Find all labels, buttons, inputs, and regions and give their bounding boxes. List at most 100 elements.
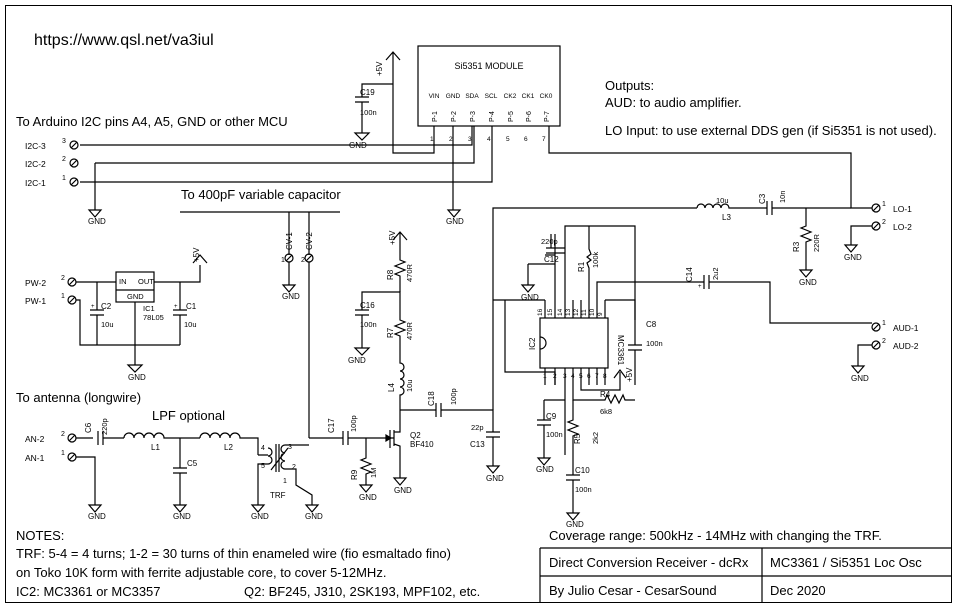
aud2-label: AUD-2 <box>893 341 919 351</box>
pin-p3: P-3 <box>470 111 477 122</box>
r5-value: 2k2 <box>591 432 600 444</box>
trf-label: TRF <box>270 491 286 500</box>
q2-jfet <box>389 410 408 486</box>
pin-name-sda: SDA <box>465 93 479 100</box>
ic2-box <box>539 317 609 369</box>
cv1-label: CV-1 <box>285 232 294 250</box>
title-block-date: Dec 2020 <box>770 583 826 598</box>
pin-num-1: 1 <box>430 136 434 143</box>
pin-num: 1 <box>882 201 886 208</box>
pin-num: 2 <box>62 156 66 163</box>
gnd-label: GND <box>521 293 539 302</box>
pin-num-5: 5 <box>506 136 510 143</box>
ic2-pin: 9 <box>597 312 604 316</box>
terminal-i2c2[interactable] <box>69 158 79 168</box>
q2-label: Q2 <box>410 431 421 440</box>
c1-symbol <box>154 265 201 345</box>
r9-value: 1M <box>369 468 378 478</box>
terminal-lo1[interactable] <box>871 203 881 213</box>
gnd-label: GND <box>446 217 464 226</box>
gnd-label: GND <box>359 493 377 502</box>
c9-label: C9 <box>546 412 557 421</box>
outputs-title: Outputs: <box>605 78 655 93</box>
r8-value: 470R <box>405 263 414 282</box>
c8 <box>605 299 642 385</box>
ic2-pin: 5 <box>579 373 583 380</box>
trf-transformer <box>258 444 289 472</box>
ic1-gnd-wire <box>126 302 144 373</box>
pin-num: 1 <box>281 257 285 264</box>
q2-value: BF410 <box>410 440 434 449</box>
gnd-label: GND <box>251 512 269 521</box>
gnd-label: GND <box>394 486 412 495</box>
c14-value: 2u2 <box>711 267 720 280</box>
r4-resistor <box>572 385 635 405</box>
ic2-pin: 11 <box>581 309 588 316</box>
r9-label: R9 <box>350 469 359 480</box>
gnd-label: GND <box>305 512 323 521</box>
c6-symbol <box>76 431 124 445</box>
gnd-label: GND <box>282 292 300 301</box>
c13-label: C13 <box>470 440 485 449</box>
c17-value: 100p <box>349 415 358 432</box>
gnd-label: GND <box>566 520 584 529</box>
ic2-gnd-top <box>520 263 555 293</box>
c12-label: C12 <box>544 255 559 264</box>
trf-pin: 1 <box>283 478 287 485</box>
notes-line3b: Q2: BF245, J310, 2SK193, MPF102, etc. <box>244 584 481 599</box>
c9 <box>536 385 566 466</box>
ic2-pin: 12 <box>573 308 580 316</box>
gnd-label: GND <box>88 217 106 226</box>
i2c-wires <box>80 126 493 210</box>
pin-p4: P-4 <box>489 111 496 122</box>
c9-value: 100n <box>546 430 563 439</box>
c14-aud <box>596 275 872 324</box>
c16-label: C16 <box>360 301 375 310</box>
gnd-symbol <box>446 209 462 218</box>
ic2-pin: 8 <box>603 373 607 380</box>
c19-label: C19 <box>360 88 375 97</box>
ic2-pin: 6 <box>587 373 591 380</box>
ic2-loop <box>504 300 556 385</box>
site-url[interactable]: https://www.qsl.net/va3iul <box>34 32 214 49</box>
terminal-i2c1[interactable] <box>69 177 79 187</box>
ic2-part: MC3361 <box>616 335 625 366</box>
module-pin-labels: P-1 P-2 P-3 P-4 P-5 P-6 P-7 <box>432 111 551 122</box>
lo2-gnd <box>843 225 872 253</box>
c18-label: C18 <box>427 391 436 406</box>
l2-inductor <box>199 432 259 455</box>
vplus-drain: +5V <box>388 230 397 245</box>
gnd-label: GND <box>844 253 862 262</box>
ic2-pin: 1 <box>543 373 547 380</box>
vplus-psu: +5V <box>192 247 201 262</box>
aud1-label: AUD-1 <box>893 323 919 333</box>
gnd-label: GND <box>799 278 817 287</box>
gnd-symbol <box>353 132 371 141</box>
module-name: Si5351 MODULE <box>454 61 523 71</box>
pin-name-gnd: GND <box>446 93 461 100</box>
cv-gnd <box>281 262 297 293</box>
power-wires <box>76 281 180 346</box>
l1-label: L1 <box>151 443 160 452</box>
trf-pin: 3 <box>288 444 292 451</box>
an1-gnd <box>76 456 103 513</box>
module-pin-names: VIN GND SDA SCL CK2 CK1 CK0 <box>429 93 553 100</box>
gnd-label: GND <box>173 512 191 521</box>
c6-label: C6 <box>84 422 93 433</box>
r4-label: R4 <box>600 390 611 399</box>
ic1-label: IC1 <box>143 304 155 313</box>
pin-p2: P-2 <box>451 111 458 122</box>
c12 <box>545 234 565 300</box>
c14-label: C14 <box>685 267 694 282</box>
c8-value: 100n <box>646 339 663 348</box>
terminal-i2c3[interactable] <box>69 140 79 150</box>
title-block-parts: MC3361 / Si5351 Loc Osc <box>770 555 922 570</box>
pin-name-ck2: CK2 <box>504 93 517 100</box>
c17-label: C17 <box>327 418 336 433</box>
c17-symbol <box>309 431 390 445</box>
l4-label: L4 <box>387 383 396 392</box>
pin-name-ck0: CK0 <box>540 93 553 100</box>
terminal-aud1[interactable] <box>871 322 881 332</box>
i2c-connectors <box>69 140 79 187</box>
pin-num: 2 <box>301 257 305 264</box>
